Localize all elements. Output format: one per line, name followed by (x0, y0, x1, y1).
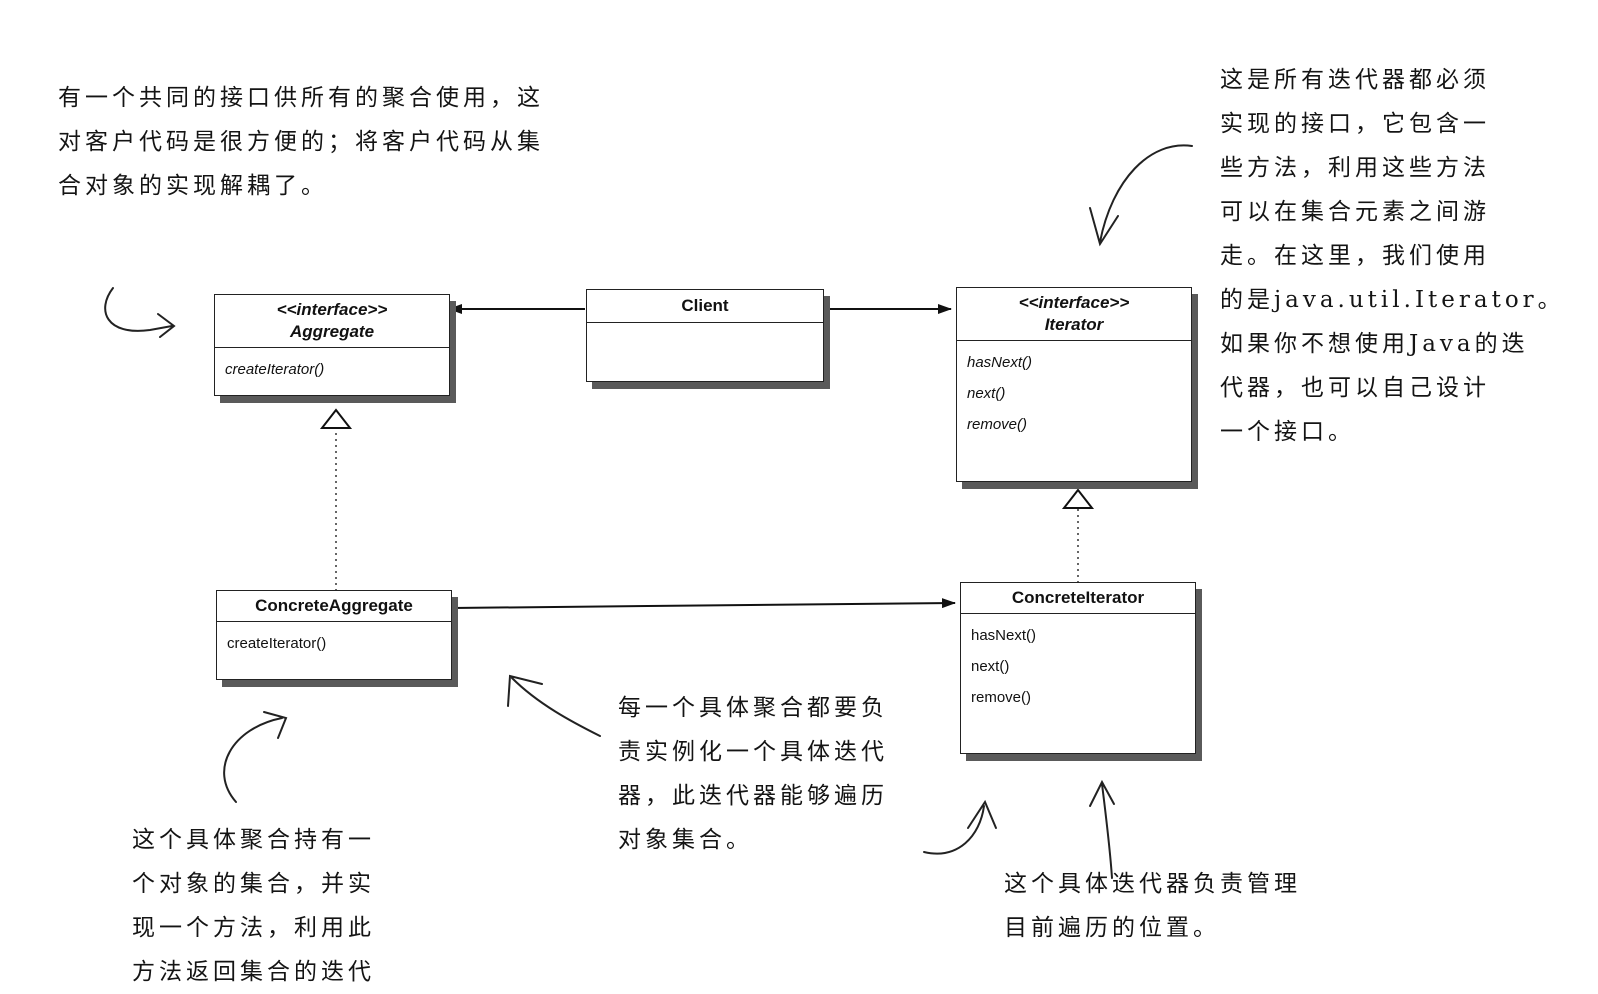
client-class-name: Client (681, 296, 729, 315)
concrete-iterator-method-has-next: hasNext() (971, 627, 1037, 644)
concrete-iterator-method-next: next() (971, 658, 1010, 675)
concrete-aggregate-annotation-note: 这个具体聚合持有一 个对象的集合，并实 现一个方法，利用此 方法返回集合的迭代 (132, 827, 375, 985)
concrete-iterator-annotation-note: 这个具体迭代器负责管理 目前遍历的位置。 (1004, 871, 1301, 941)
aggregate-annotation-note: 有一个共同的接口供所有的聚合使用，这 对客户代码是很方便的；将客户代码从集 合对… (58, 85, 544, 199)
aggregate-note-pointer (104, 287, 176, 338)
iterator-annotation-note: 这是所有迭代器都必须 实现的接口，它包含一 些方法，利用这些方法 可以在集合元素… (1220, 67, 1565, 445)
concrete-aggregate-methods: createIterator() (217, 622, 451, 665)
aggregate-class-name: Aggregate (289, 322, 375, 341)
concrete-aggregate-note-pointer (223, 711, 288, 803)
iterator-methods: hasNext() next() remove() (957, 341, 1191, 446)
concrete-aggregate-class-header: ConcreteAggregate (217, 591, 451, 622)
client-class-header: Client (587, 290, 823, 323)
concrete-iterator-note-pointer (1089, 779, 1115, 879)
middle-note-pointer-right (923, 799, 997, 855)
aggregate-stereotype: <<interface>> (276, 300, 388, 319)
concrete-aggregate-to-concrete-iterator-association (451, 598, 956, 609)
iterator-note-pointer (1089, 144, 1193, 247)
client-class-box: Client (586, 289, 824, 382)
aggregate-class-header: <<interface>> Aggregate (215, 295, 449, 348)
iterator-class-box: <<interface>> Iterator hasNext() next() … (956, 287, 1192, 482)
concrete-iterator-method-remove: remove() (971, 689, 1032, 706)
concrete-iterator-class-name: ConcreteIterator (1011, 588, 1145, 607)
concrete-aggregate-class-name: ConcreteAggregate (255, 596, 413, 615)
iterator-method-has-next: hasNext() (967, 354, 1033, 371)
concrete-aggregate-method-create-iterator: createIterator() (227, 635, 327, 652)
aggregate-method-create-iterator: createIterator() (225, 361, 325, 378)
iterator-class-name: Iterator (1044, 315, 1104, 334)
middle-annotation-note: 每一个具体聚合都要负 责实例化一个具体迭代 器，此迭代器能够遍历 对象集合。 (618, 695, 888, 853)
concrete-iterator-realization-triangle (1061, 488, 1095, 509)
concrete-aggregate-class-box: ConcreteAggregate createIterator() (216, 590, 452, 680)
aggregate-methods: createIterator() (215, 348, 449, 391)
middle-note-pointer-left (507, 674, 601, 737)
iterator-method-next: next() (967, 385, 1006, 402)
iterator-class-header: <<interface>> Iterator (957, 288, 1191, 341)
iterator-stereotype: <<interface>> (1018, 293, 1130, 312)
concrete-iterator-class-box: ConcreteIterator hasNext() next() remove… (960, 582, 1196, 754)
aggregate-class-box: <<interface>> Aggregate createIterator() (214, 294, 450, 396)
concrete-aggregate-realization-triangle (319, 408, 353, 429)
iterator-method-remove: remove() (967, 416, 1028, 433)
concrete-iterator-methods: hasNext() next() remove() (961, 614, 1195, 719)
concrete-iterator-class-header: ConcreteIterator (961, 583, 1195, 614)
